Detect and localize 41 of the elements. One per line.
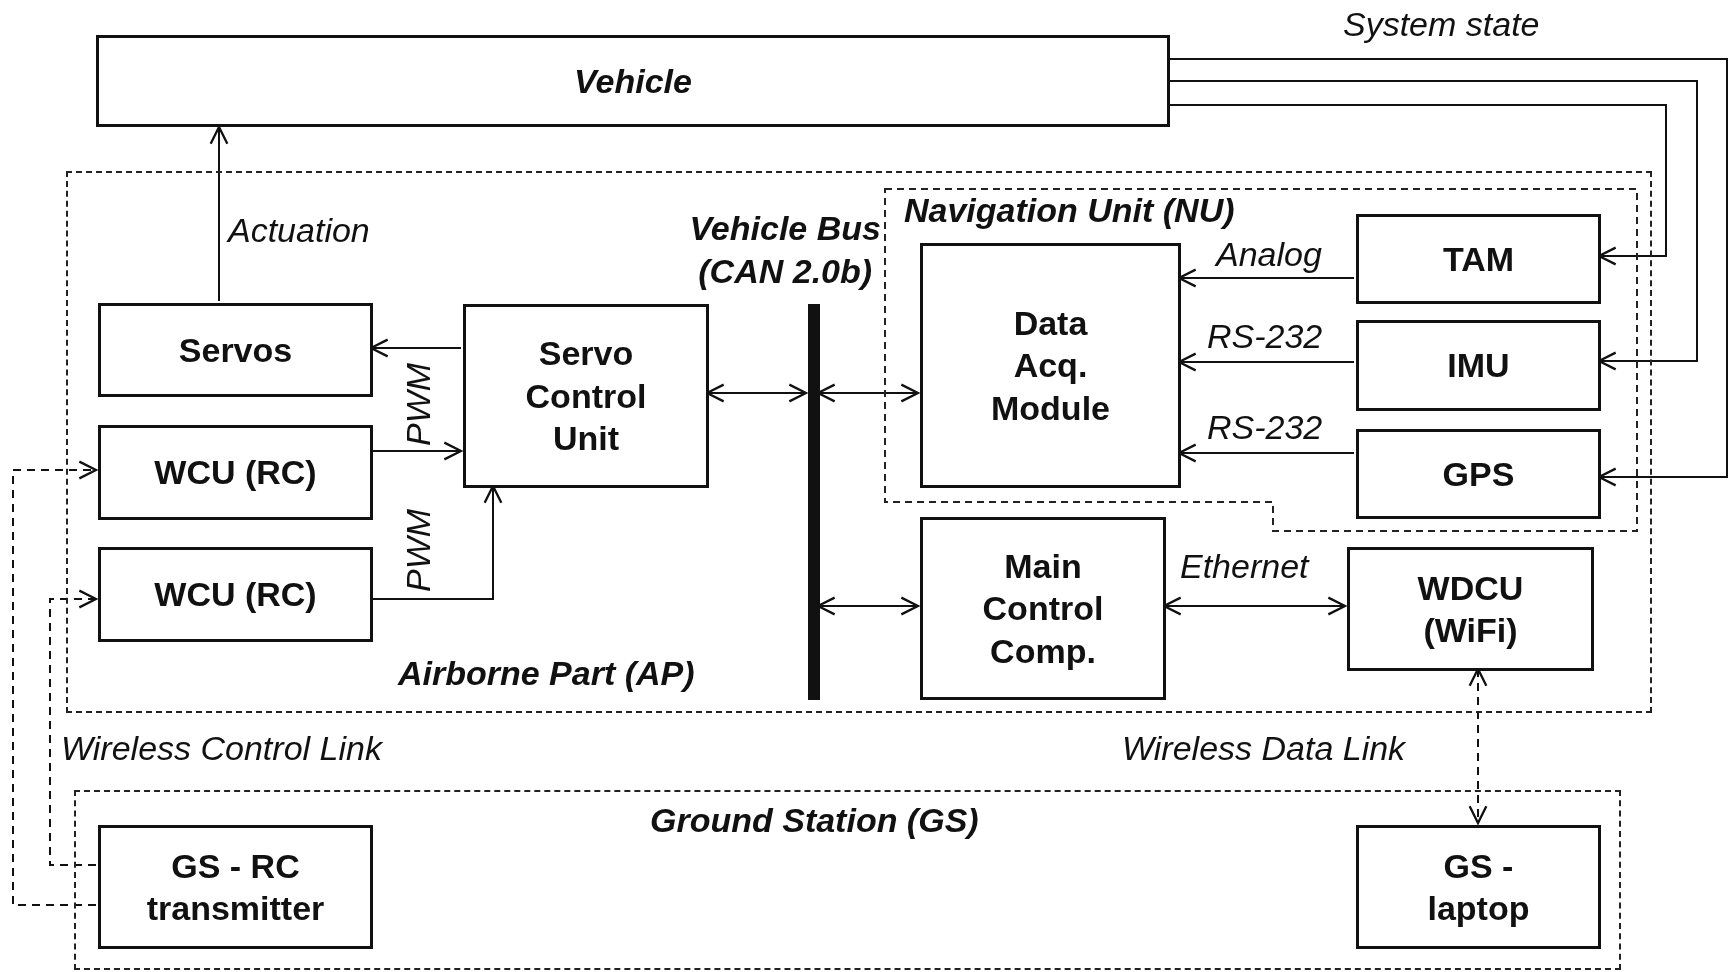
process-box xyxy=(1356,320,1601,411)
note-label: System state xyxy=(1343,6,1540,44)
arrow xyxy=(209,125,229,302)
dashed-group-box xyxy=(884,188,1638,532)
arrow xyxy=(1169,58,1728,487)
note-label: Wireless Control Link xyxy=(61,730,382,768)
process-box xyxy=(98,425,373,520)
node-label: Servos xyxy=(178,329,293,371)
node-label: WDCU (WiFi) xyxy=(1416,567,1525,651)
node-label: GS - laptop xyxy=(1426,845,1531,929)
group-title: Airborne Part (AP) xyxy=(398,655,695,693)
process-box xyxy=(920,517,1166,700)
arrow xyxy=(1169,104,1667,266)
process-box xyxy=(98,303,373,397)
process-box xyxy=(1347,547,1594,671)
process-box xyxy=(98,825,373,949)
process-box xyxy=(1356,429,1601,519)
node-label: Data Acq. Module xyxy=(990,302,1111,429)
arrow xyxy=(12,460,98,906)
node-label: TAM xyxy=(1442,238,1515,280)
node-label: IMU xyxy=(1447,345,1510,387)
node-label: GS - RC transmitter xyxy=(145,845,326,929)
group-title: Navigation Unit (NU) xyxy=(904,192,1235,230)
process-box xyxy=(1356,214,1601,304)
node-label: WCU (RC) xyxy=(154,452,317,494)
node-label: Vehicle xyxy=(574,60,692,102)
process-box xyxy=(1356,825,1601,949)
group-title: Ground Station (GS) xyxy=(650,802,979,840)
process-box xyxy=(463,304,709,488)
arrow xyxy=(1169,80,1698,371)
dashed-group-box xyxy=(66,171,1652,713)
node-label: Main Control Comp. xyxy=(981,545,1105,672)
node-label: WCU (RC) xyxy=(154,574,317,616)
node-label: GPS xyxy=(1442,453,1515,495)
process-box xyxy=(920,243,1181,488)
bus-title: Vehicle Bus (CAN 2.0b) xyxy=(688,208,882,292)
process-box xyxy=(96,35,1170,127)
dashed-group-box xyxy=(74,790,1621,970)
arrow xyxy=(49,589,98,866)
process-box xyxy=(98,547,373,642)
node-label: Servo Control Unit xyxy=(524,333,648,460)
